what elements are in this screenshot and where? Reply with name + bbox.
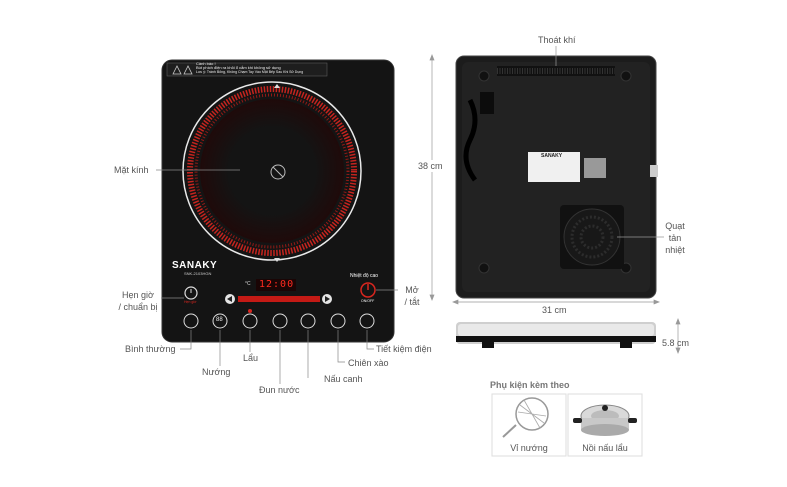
label-power-line1: Mở [405, 285, 419, 295]
arrow-left-icon [227, 296, 232, 302]
warning-icon-2 [183, 65, 193, 75]
barcode-sticker [584, 158, 606, 178]
mode-hotpot-button[interactable] [242, 313, 258, 329]
led-display [256, 279, 296, 291]
grill-rack-icon [515, 397, 549, 431]
label-eco: Tiết kiệm điện [376, 344, 432, 354]
dim-width: 31 cm [542, 305, 567, 315]
mode-eco-button[interactable] [359, 313, 375, 329]
warning-title: Cảnh báo ! [196, 61, 216, 66]
display-readout: 12:00 [259, 279, 295, 290]
brand-logo: SANAKY [172, 260, 218, 271]
dim-height: 38 cm [418, 160, 443, 172]
accessories-title: Phụ kiện kèm theo [490, 380, 570, 390]
label-soup: Nấu canh [324, 374, 363, 384]
label-grill: Nướng [202, 367, 231, 377]
label-fan: Quạt tản nhiệt [660, 220, 690, 256]
label-glass: Mặt kính [114, 165, 149, 175]
side-view-foot [482, 342, 494, 348]
label-timer: Hẹn giờ / chuẩn bị [114, 289, 162, 313]
arrow-right-icon [325, 296, 330, 302]
accessory-grill-label: Vỉ nướng [510, 443, 548, 453]
on-off-label: ON/OFF [361, 299, 375, 303]
power-button[interactable] [360, 282, 376, 298]
label-boil: Đun nước [259, 385, 300, 395]
spec-sticker [528, 152, 580, 182]
mode-buttons [183, 309, 375, 329]
preset-label: 88 [216, 317, 223, 323]
no-touch-icon [270, 164, 286, 180]
label-fan-line1: Quạt [665, 221, 685, 231]
label-power: Mở / tắt [398, 284, 426, 308]
warning-line1: Bút phích điện ra khỏi ổ cắm khi không s… [196, 65, 281, 70]
accessory-pot-label: Nồi nấu lẩu [582, 443, 628, 453]
marker-bottom-icon [274, 258, 280, 262]
temp-unit: °C [245, 281, 251, 287]
side-view-foot [620, 342, 632, 348]
accessory-grill-box [491, 393, 567, 457]
label-timer-line2: / chuẩn bị [118, 302, 158, 312]
dim-thickness: 5.8 cm [662, 338, 690, 348]
burner-ring-outer [182, 81, 362, 261]
label-hotpot: Lẩu [243, 353, 259, 363]
mode-stirfry-button[interactable] [330, 313, 346, 329]
burner-ring-red [187, 86, 357, 256]
burner-ring-red-inner [194, 93, 350, 249]
timer-small-label: Hẹn giờ [184, 300, 197, 304]
high-temp-label: Nhiệt độ cao [350, 273, 379, 279]
exhaust-vent [497, 66, 615, 76]
side-button [650, 165, 658, 177]
label-fan-line2: tản [668, 233, 682, 243]
plug [480, 92, 494, 114]
label-fan-line3: nhiệt [665, 245, 685, 255]
label-normal: Bình thường [125, 344, 176, 354]
foot-icon [478, 70, 490, 82]
label-vent: Thoát khí [538, 35, 576, 45]
foot-icon [478, 262, 490, 274]
warning-icon [172, 65, 182, 75]
label-timer-line1: Hẹn giờ [122, 290, 154, 300]
label-stirfry: Chiên xào [348, 358, 389, 368]
model-number: SNK-2103HGN [184, 271, 212, 276]
back-brand: SANAKY [541, 153, 563, 159]
power-cord [463, 98, 478, 182]
label-power-line2: / tắt [404, 297, 420, 307]
warning-line2: Lưu ý: Tránh Bỏng, Không Chạm Tay Vào Mặ… [196, 70, 304, 74]
burner-center [200, 99, 344, 243]
mode-normal-button[interactable] [183, 313, 199, 329]
timer-button[interactable] [184, 286, 198, 300]
mode-grill-button[interactable] [212, 313, 228, 329]
hotpot-indicator [248, 309, 252, 313]
power-level-bar[interactable] [238, 296, 320, 302]
dimension-lines [429, 46, 681, 354]
foot-icon [620, 70, 632, 82]
warning-sticker [166, 62, 328, 77]
callout-lines-front [156, 169, 398, 384]
mode-boil-button[interactable] [272, 313, 288, 329]
mode-soup-button[interactable] [300, 313, 316, 329]
marker-top-icon [274, 84, 280, 88]
